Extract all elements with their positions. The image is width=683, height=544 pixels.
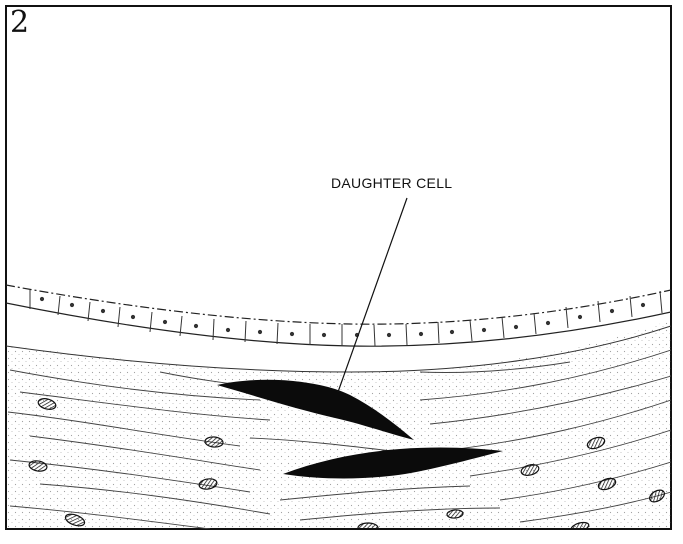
panel-number: 2 — [10, 8, 29, 38]
daughter-cell-label: DAUGHTER CELL — [331, 175, 452, 191]
